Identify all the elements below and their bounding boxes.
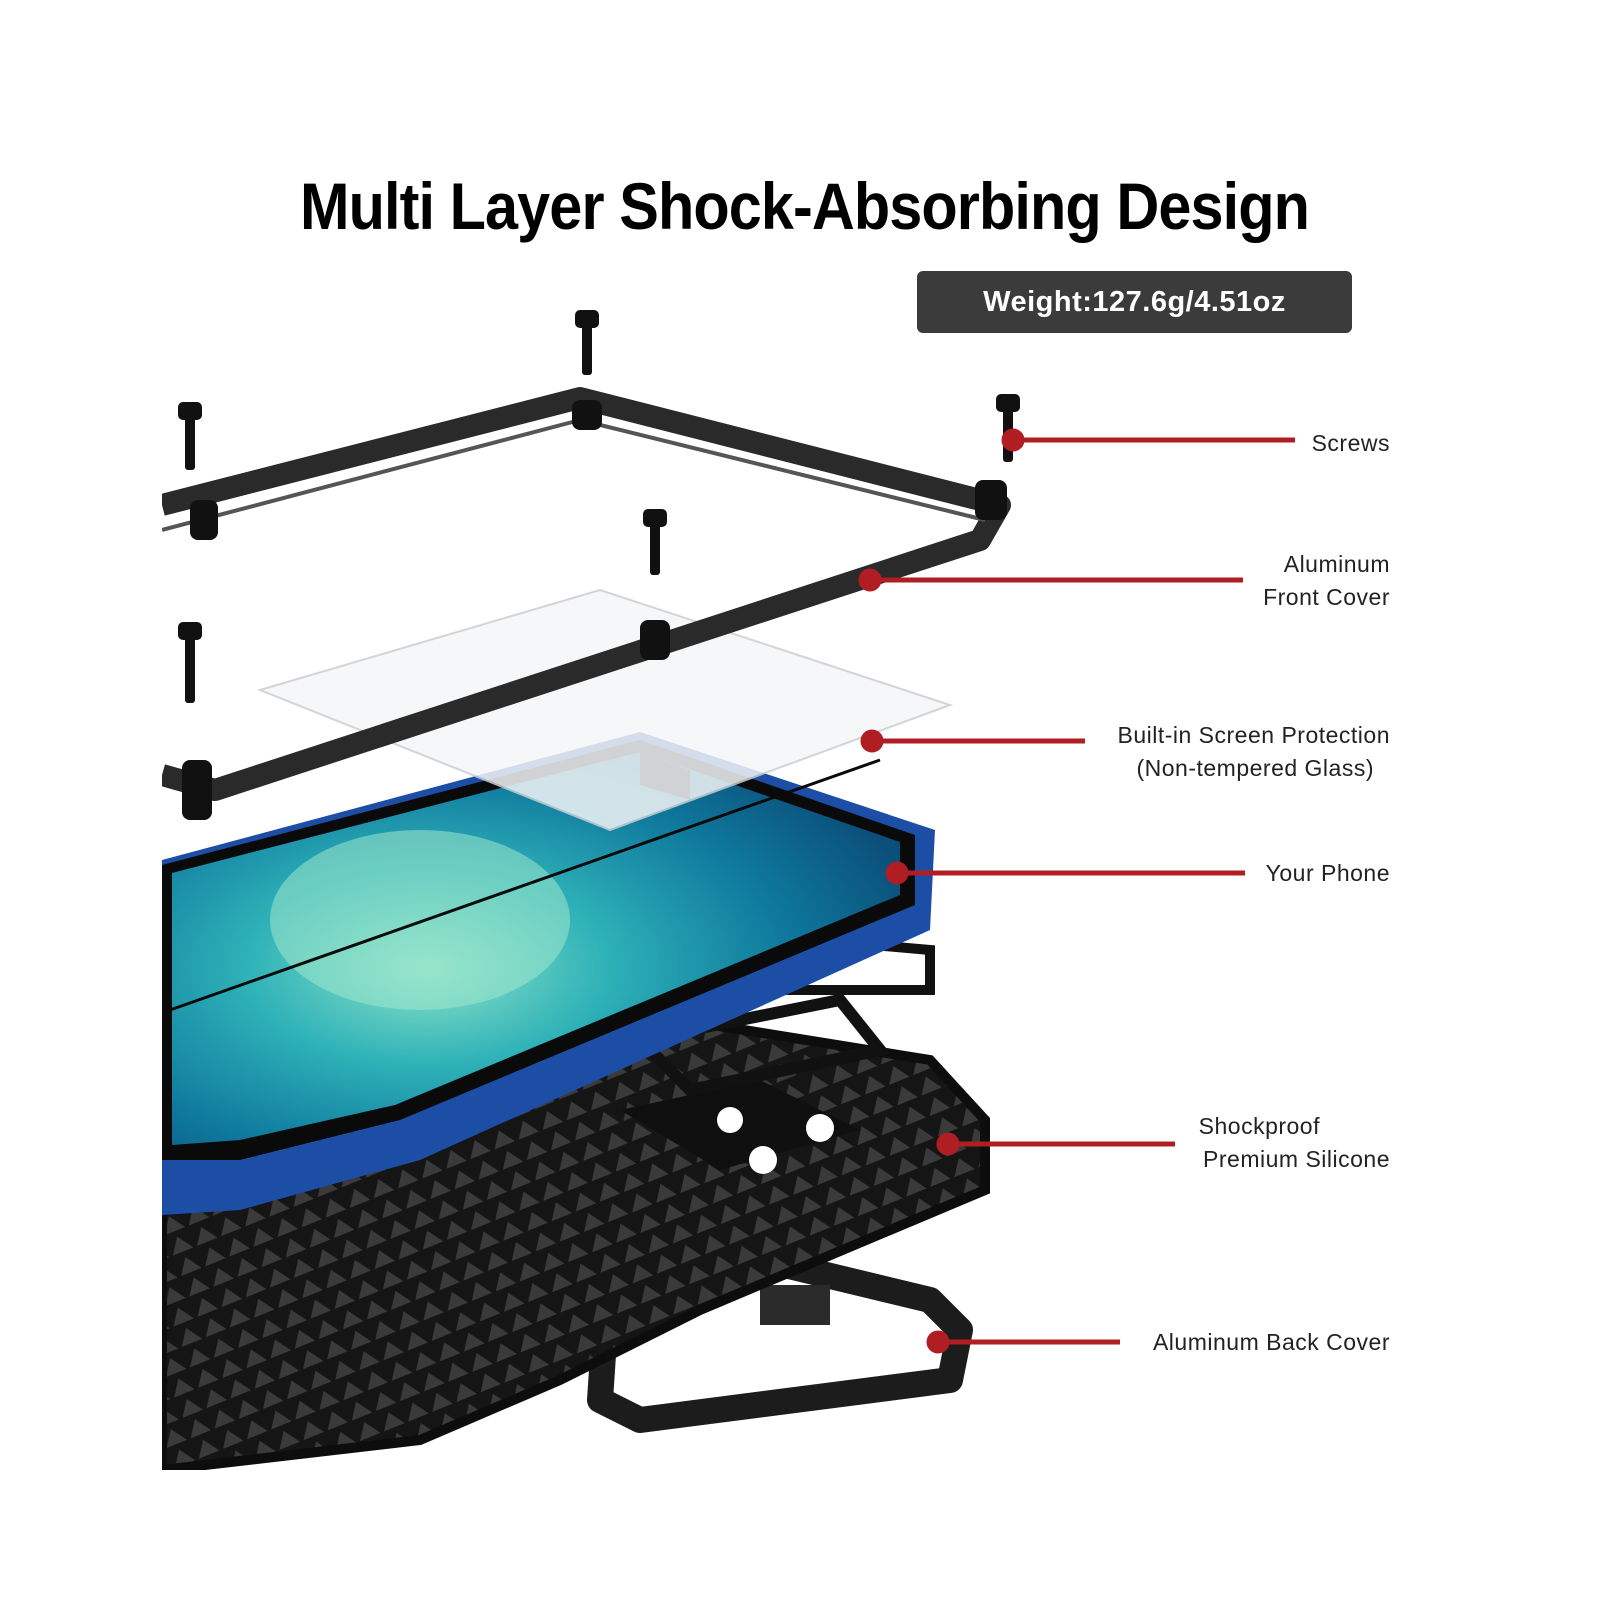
weight-badge: Weight:127.6g/4.51oz bbox=[917, 271, 1352, 333]
callout-label-silicone: Shockproof Premium Silicone bbox=[1199, 1110, 1390, 1176]
callout-line-front-cover bbox=[858, 568, 1243, 592]
callout-line-phone bbox=[885, 861, 1245, 885]
callout-label-screen-protection: Built-in Screen Protection (Non-tempered… bbox=[1117, 719, 1390, 785]
callout-text: Aluminum Back Cover bbox=[1152, 1329, 1390, 1355]
callout-text: Aluminum bbox=[1283, 551, 1390, 577]
callout-line-back-cover bbox=[926, 1330, 1120, 1354]
callout-label-phone: Your Phone bbox=[1266, 857, 1390, 890]
callout-text: Screws bbox=[1311, 430, 1390, 456]
callout-text: (Non-tempered Glass) bbox=[1136, 755, 1374, 781]
callout-label-front-cover: Aluminum Front Cover bbox=[1263, 548, 1390, 614]
screen-protector-part bbox=[256, 588, 954, 832]
callout-text: Shockproof bbox=[1198, 1113, 1320, 1139]
callout-lines bbox=[858, 428, 1295, 1354]
phone-part bbox=[162, 732, 935, 1215]
callout-label-back-cover: Aluminum Back Cover bbox=[1153, 1326, 1390, 1359]
callout-text: Built-in Screen Protection bbox=[1117, 722, 1390, 748]
callout-text: Premium Silicone bbox=[1203, 1146, 1390, 1172]
callout-line-screws bbox=[1001, 428, 1295, 452]
callout-line-silicone bbox=[936, 1132, 1175, 1156]
callout-text: Your Phone bbox=[1265, 860, 1390, 886]
screws-part bbox=[178, 310, 1020, 820]
page-title: Multi Layer Shock-Absorbing Design bbox=[300, 169, 1310, 243]
callout-line-screen-protection bbox=[860, 729, 1085, 753]
callout-label-screws: Screws bbox=[1312, 427, 1390, 460]
callout-text: Front Cover bbox=[1263, 584, 1390, 610]
